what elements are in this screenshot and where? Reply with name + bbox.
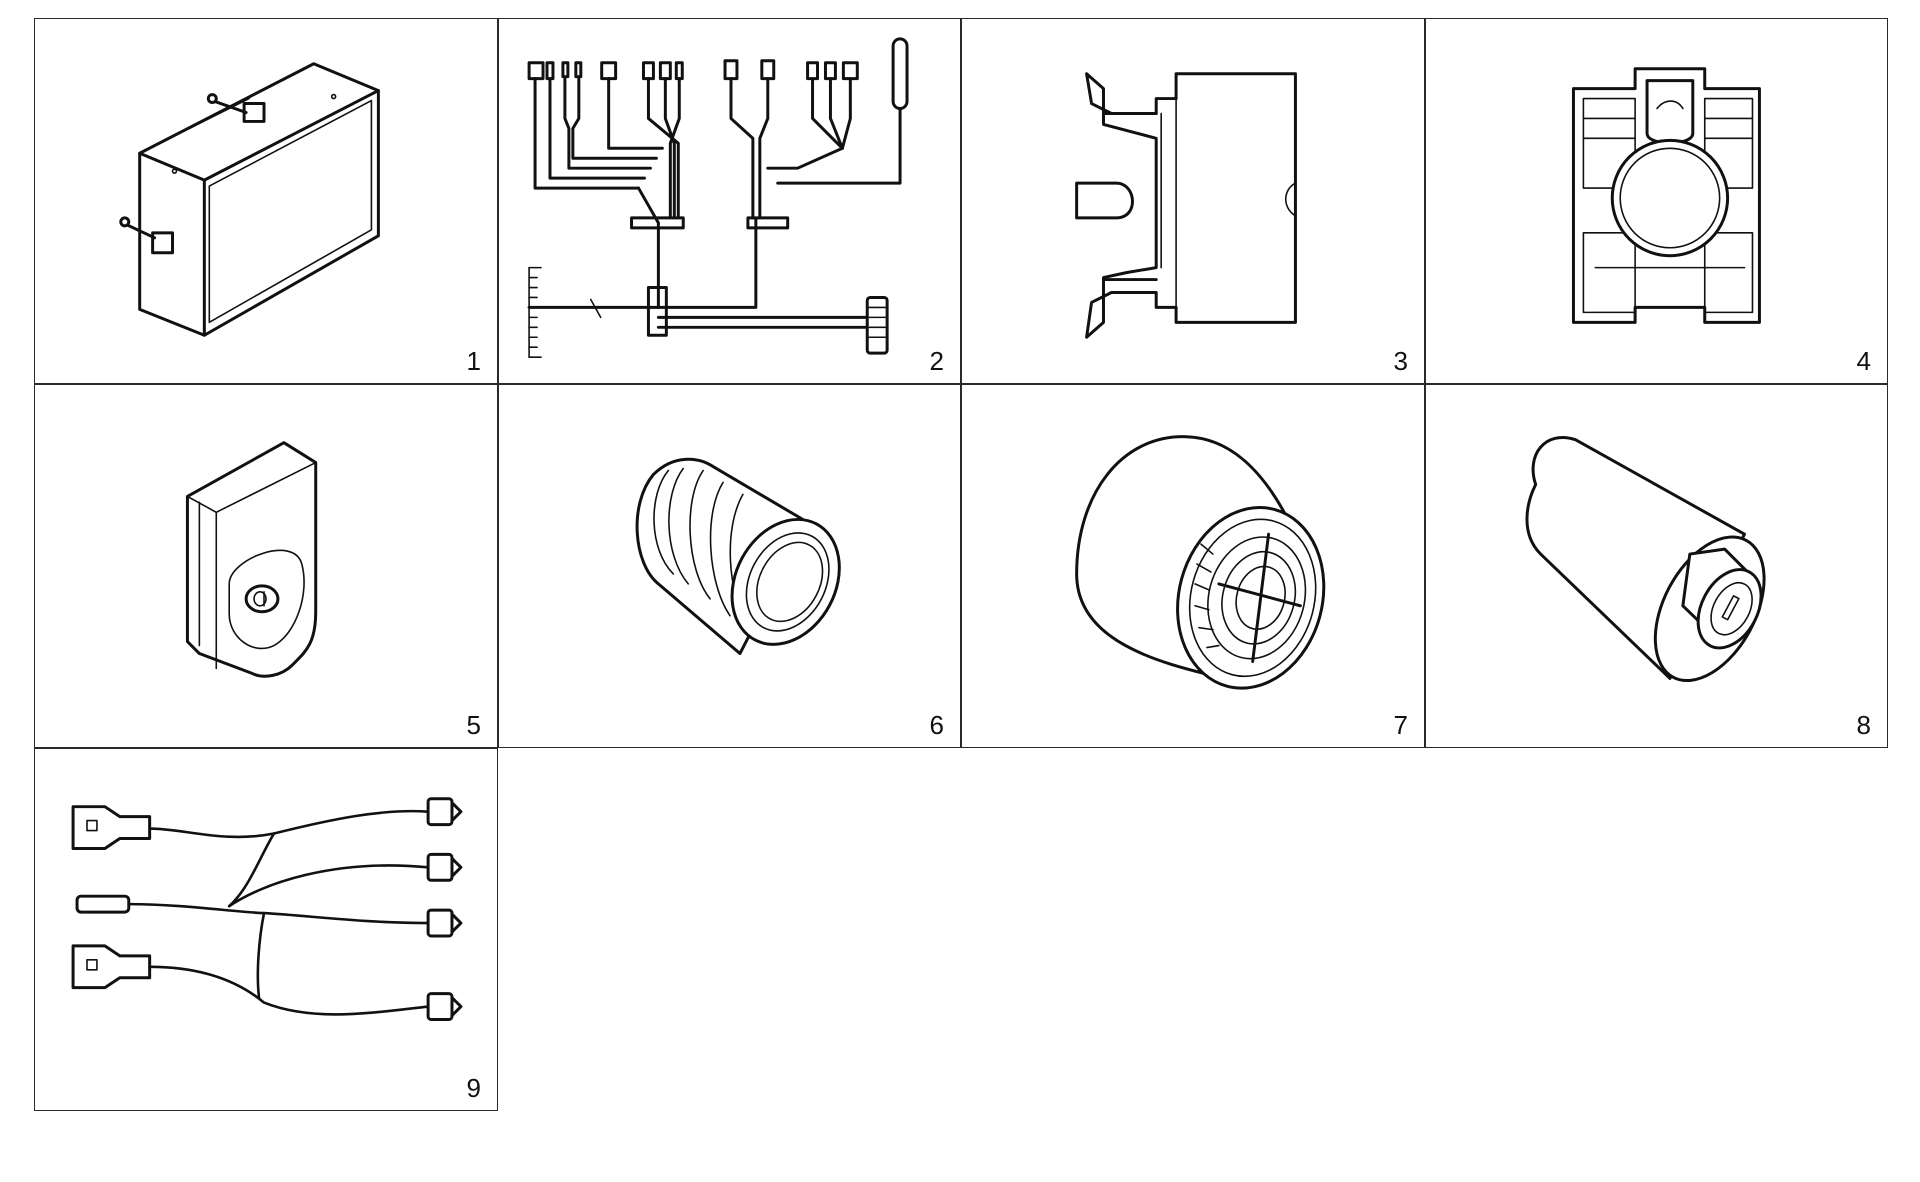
pilot-light-icon — [635, 457, 841, 656]
panel-number: 8 — [1856, 710, 1871, 740]
panel-number: 7 — [1393, 710, 1408, 740]
panel-number: 9 — [466, 1073, 481, 1103]
panel-6: 6 — [498, 384, 961, 748]
mounting-adapter-icon — [1571, 67, 1761, 324]
panel-3: 3 — [961, 18, 1425, 384]
panel-number: 5 — [466, 710, 481, 740]
control-box-icon — [119, 62, 380, 337]
panel-5: 5 — [34, 384, 498, 748]
panel-2: 2 — [498, 18, 961, 384]
panel-number: 4 — [1856, 346, 1871, 376]
panel-4: 4 — [1425, 18, 1888, 384]
panel-1: 1 — [34, 18, 498, 384]
key-switch-icon — [1525, 436, 1766, 683]
panel-9: 9 — [34, 748, 498, 1111]
key-fob-icon — [185, 441, 318, 678]
wiring-harness-icon — [527, 37, 909, 358]
buzzer-icon — [1075, 435, 1326, 690]
panel-number: 2 — [929, 346, 944, 376]
contact-block-icon — [1075, 72, 1297, 339]
panel-7: 7 — [961, 384, 1425, 748]
panel-number: 6 — [929, 710, 944, 740]
connector-cable-icon — [71, 797, 463, 1021]
panel-number: 3 — [1393, 346, 1408, 376]
parts-grid: 1 — [34, 18, 1888, 1111]
panel-number: 1 — [466, 346, 481, 376]
panel-8: 8 — [1425, 384, 1888, 748]
